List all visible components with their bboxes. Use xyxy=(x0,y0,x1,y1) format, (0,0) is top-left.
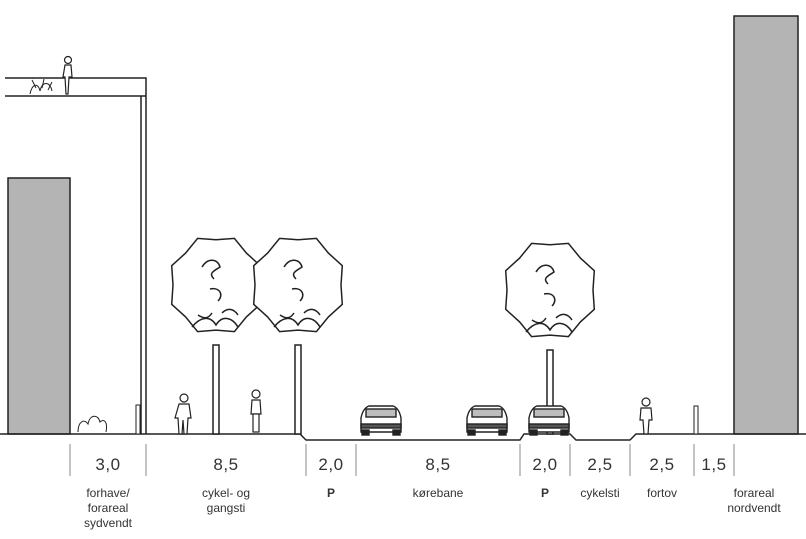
car-icon xyxy=(466,405,508,436)
section-caption: kørebane xyxy=(412,486,464,500)
section-caption: cykelsti xyxy=(580,486,620,500)
dimension-value: 8,5 xyxy=(213,455,239,474)
tree-icon xyxy=(170,237,262,435)
terrace-plants xyxy=(29,78,53,95)
pedestrian-icon-terrace xyxy=(62,55,73,95)
car-icon xyxy=(360,405,402,436)
bollard-icon xyxy=(135,404,141,435)
shrub-icon xyxy=(77,415,107,433)
tree-icon xyxy=(504,242,596,435)
dimension-value: 2,5 xyxy=(587,455,613,474)
section-caption: cykel- og gangsti xyxy=(201,486,251,515)
building-left-terrace xyxy=(5,77,147,434)
car-icon xyxy=(528,405,570,436)
pedestrian-icon xyxy=(639,397,653,435)
dimension-value: 2,0 xyxy=(532,455,558,474)
section-caption: P xyxy=(540,486,549,500)
dimension-value: 2,5 xyxy=(649,455,675,474)
pedestrian-icon xyxy=(174,393,192,435)
tree-icon xyxy=(252,237,344,435)
section-caption: forareal nordvendt xyxy=(727,486,781,515)
section-caption: forhave/ forareal sydvendt xyxy=(83,486,133,530)
building-right xyxy=(733,15,799,435)
ground-line xyxy=(0,433,806,441)
bollard-icon xyxy=(693,405,699,435)
dimension-value: 2,0 xyxy=(318,455,344,474)
cyclist-icon xyxy=(250,389,262,433)
dimension-value: 3,0 xyxy=(95,455,121,474)
section-caption: fortov xyxy=(646,486,677,500)
dimension-value: 8,5 xyxy=(425,455,451,474)
dimension-value: 1,5 xyxy=(701,455,727,474)
dimension-ticks xyxy=(69,444,735,476)
section-caption: P xyxy=(326,486,335,500)
building-left-low xyxy=(7,177,71,435)
